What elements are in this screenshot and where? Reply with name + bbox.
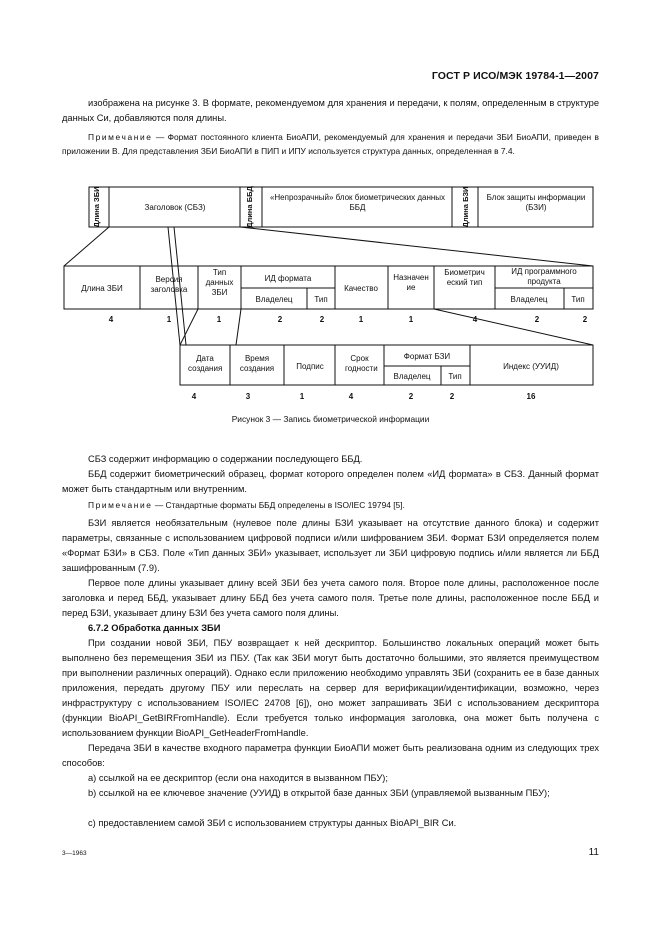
mid-size-type: 2	[320, 315, 325, 324]
svg-text:Длина ББД: Длина ББД	[245, 186, 254, 228]
figure-3-diagram: Длина ЗБИ Заголовок (СБЗ) Длина ББД «Неп…	[63, 186, 594, 401]
mid-quality: Качество	[344, 284, 378, 293]
bot-size-time: 3	[246, 392, 251, 401]
section-heading-672: 6.7.2 Обработка данных ЗБИ	[88, 623, 221, 633]
page-number: 11	[588, 847, 599, 858]
intro-note: Примечание — Формат постоянного клиента …	[62, 131, 599, 158]
bot-size-validity: 4	[349, 392, 354, 401]
bot-index-uuid: Индекс (УУИД)	[503, 362, 559, 371]
bot-created-time: Время создания	[239, 354, 275, 373]
note-text: — Формат постоянного клиента БиоАПИ, рек…	[62, 132, 600, 156]
top-row-frame	[88, 186, 594, 228]
mid-size-data-type: 1	[217, 315, 222, 324]
mid-format-id: ИД формата	[265, 274, 312, 283]
mid-size-purpose: 1	[409, 315, 414, 324]
bot-size-date: 4	[192, 392, 197, 401]
list-item-c: с) предоставлением самой ЗБИ с использов…	[88, 818, 457, 828]
footer-print-code: 3—1963	[62, 850, 87, 857]
list-item-b: b) ссылкой на ее ключевое значение (УУИД…	[88, 788, 550, 798]
bot-created-date: Дата создания	[188, 354, 223, 373]
mid-size-version: 1	[167, 315, 172, 324]
bot-owner: Владелец	[393, 372, 430, 381]
top-opaque-bbd: «Непрозрачный» блок биометрических данны…	[269, 193, 446, 212]
intro-paragraph: изображена на рисунке 3. В формате, реко…	[62, 98, 599, 123]
mid-product-id: ИД программного продукта	[511, 267, 577, 286]
bot-size-type: 2	[450, 392, 455, 401]
mid-version: Версия заголовка	[150, 275, 188, 294]
note-label: Примечание	[88, 132, 153, 142]
mid-size-quality: 1	[359, 315, 364, 324]
bot-signed: Подпис	[296, 362, 324, 371]
svg-text:Длина БЗИ: Длина БЗИ	[461, 187, 470, 228]
document-header: ГОСТ Р ИСО/МЭК 19784-1—2007	[431, 70, 599, 82]
mid-size-length: 4	[109, 315, 114, 324]
top-length-bbd: Длина ББД	[245, 186, 254, 228]
mid-size-type2: 2	[583, 315, 588, 324]
bot-size-owner: 2	[409, 392, 414, 401]
top-bzi-block: Блок защиты информации (БЗИ)	[486, 193, 586, 212]
bot-bzi-format: Формат БЗИ	[404, 352, 451, 361]
svg-text:Длина ЗБИ: Длина ЗБИ	[92, 187, 101, 228]
figure-caption: Рисунок 3 — Запись биометрической информ…	[231, 414, 430, 424]
note2-label: Примечание	[88, 500, 153, 510]
mid-length-zbi: Длина ЗБИ	[81, 284, 123, 293]
top-length-zbi-1: Длина ЗБИ	[92, 187, 101, 228]
para-transfer: Передача ЗБИ в качестве входного парамет…	[62, 743, 599, 768]
bot-size-index: 16	[527, 392, 536, 401]
mid-size-owner2: 2	[535, 315, 540, 324]
note2-text: — Стандартные форматы ББД определены в I…	[154, 500, 405, 510]
para-bbd: ББД содержит биометрический образец, фор…	[62, 469, 599, 494]
bot-validity: Срок годности	[345, 354, 378, 373]
para-bzi: БЗИ является необязательным (нулевое пол…	[62, 518, 599, 573]
mid-type: Тип	[314, 295, 327, 304]
bot-type: Тип	[448, 372, 461, 381]
bot-row-frame	[179, 344, 594, 386]
mid-biometric-type: Биометрический тип	[444, 268, 485, 287]
note-standard-formats: Примечание — Стандартные форматы ББД опр…	[62, 499, 599, 513]
mid-type2: Тип	[571, 295, 584, 304]
bot-size-signed: 1	[300, 392, 305, 401]
mid-owner: Владелец	[255, 295, 292, 304]
para-sbz: СБЗ содержит информацию о содержании пос…	[88, 454, 363, 464]
mid-owner2: Владелец	[510, 295, 547, 304]
mid-data-type: Тип данных ЗБИ	[205, 268, 234, 297]
list-item-a: а) ссылкой на ее дескриптор (если она на…	[88, 773, 388, 783]
para-length-fields: Первое поле длины указывает длину всей З…	[62, 578, 599, 618]
mid-size-biometric-type: 4	[473, 315, 478, 324]
mid-size-owner: 2	[278, 315, 283, 324]
mid-purpose: Назначение	[393, 273, 429, 292]
top-header-sbz: Заголовок (СБЗ)	[145, 203, 206, 212]
top-length-bzi: Длина БЗИ	[461, 187, 470, 228]
para-processing: При создании новой ЗБИ, ПБУ возвращает к…	[62, 638, 599, 738]
